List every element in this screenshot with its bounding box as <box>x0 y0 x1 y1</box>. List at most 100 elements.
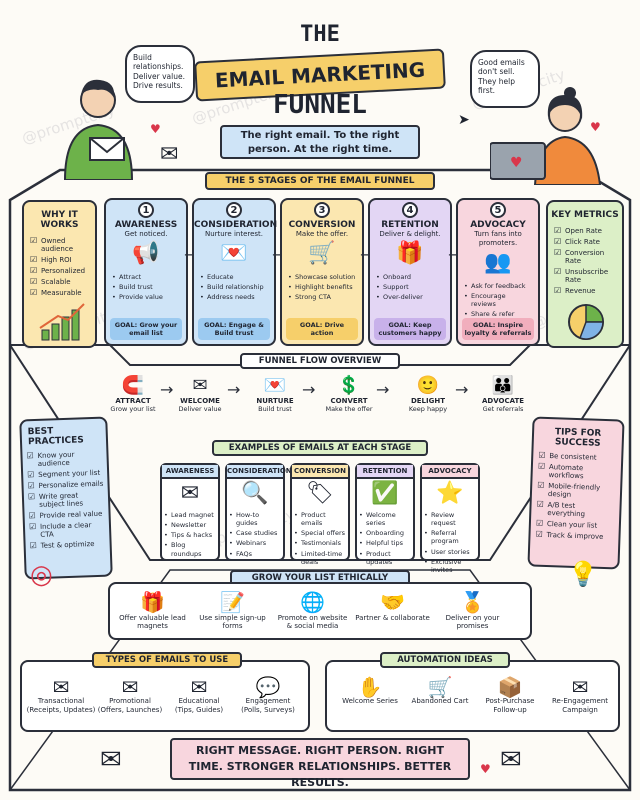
grow-item: 📝 Use simple sign-up forms <box>195 590 270 630</box>
heart-icon: ♥ <box>480 762 491 776</box>
stage-bullet: Build trust <box>112 283 180 291</box>
flow-sub: Make the offer <box>325 405 373 413</box>
tagline: The right email. To the right person. At… <box>220 125 420 159</box>
grow-label: Deliver on your promises <box>445 614 500 630</box>
email-type-label: Promotional <box>109 697 151 705</box>
stage-number: 2 <box>226 202 242 218</box>
types-banner: TYPES OF EMAILS TO USE <box>92 652 242 668</box>
flow-label: CONVERT <box>330 397 368 405</box>
stage-bullet: Highlight benefits <box>288 283 356 291</box>
stage-card: 4 RETENTION Deliver & delight. 🎁 Onboard… <box>368 198 452 346</box>
stage-card: 5 ADVOCACY Turn fans into promoters. 👥 A… <box>456 198 540 346</box>
envelope-icon: ✉ <box>500 745 522 775</box>
flow-step: 👪 ADVOCATE Get referrals <box>468 375 538 413</box>
tip-item: Clean your list <box>536 520 614 531</box>
stage-goal: GOAL: Grow your email list <box>110 318 182 340</box>
example-card: RETENTION ✅ Welcome seriesOnboardingHelp… <box>355 463 415 566</box>
heart-icon: ♥ <box>150 122 161 136</box>
box-icon: 📦 <box>497 675 523 699</box>
flow-label: DELIGHT <box>410 397 446 405</box>
example-item: Webinars <box>229 539 281 547</box>
example-card: CONVERSION 🏷 Product emailsSpecial offer… <box>290 463 350 566</box>
example-item: Referral program <box>424 529 476 545</box>
tip-item: Mobile-friendly design <box>537 482 616 501</box>
stage-bullet: Attract <box>112 273 180 281</box>
email-type: 💬 Engagement (Polls, Surveys) <box>233 675 303 715</box>
envelope-icon: ✉ <box>121 675 139 699</box>
chat-icon: 💬 <box>255 675 281 699</box>
metrics-title: KEY METRICS <box>551 210 619 220</box>
form-icon: 📝 <box>220 590 245 614</box>
best-item: Know your audience <box>26 450 103 469</box>
example-item: Product emails <box>294 511 346 527</box>
badge-icon: 🏅 <box>460 590 485 614</box>
metric-item: Unsubscribe Rate <box>554 267 616 284</box>
flow-label: ADVOCATE <box>481 397 525 405</box>
lightbulb-icon: 💡 <box>568 560 598 588</box>
envelope-heart-icon: 💌 <box>220 240 248 266</box>
envelope-icon: ✉ <box>100 745 122 775</box>
example-item: Welcome series <box>359 511 411 527</box>
automation-item: 🛒 Abandoned Cart <box>405 675 475 706</box>
why-item: Personalized <box>30 266 89 275</box>
example-card: ADVOCACY ⭐ Review requestReferral progra… <box>420 463 480 574</box>
star-envelope-icon: ⭐ <box>436 481 464 506</box>
metric-item: Revenue <box>554 286 616 295</box>
flow-sub: Get referrals <box>482 405 524 413</box>
flow-sub: Deliver value <box>178 405 222 413</box>
stage-bullet: Build relationship <box>200 283 268 291</box>
stage-number: 4 <box>402 202 418 218</box>
paper-plane-icon: ➤ <box>458 112 470 128</box>
best-item: Provide real value <box>28 510 104 521</box>
flow-banner: FUNNEL FLOW OVERVIEW <box>240 353 400 369</box>
person-icon: 🙂 <box>416 375 440 396</box>
speech-bubble-right: Good emails don't sell. They help first. <box>470 50 540 108</box>
growth-chart-icon <box>39 303 85 341</box>
stage-bullet: Onboard <box>376 273 444 281</box>
why-item: Scalable <box>30 277 89 286</box>
example-item: Tips & hacks <box>164 531 216 539</box>
example-item: Testimonials <box>294 539 346 547</box>
stage-subtitle: Get noticed. <box>124 230 168 238</box>
cart-icon: 🛒 <box>308 240 336 266</box>
best-practices-card: BEST PRACTICES Know your audience Segmen… <box>19 416 113 580</box>
person-left-illustration <box>63 79 134 180</box>
example-item: FAQs <box>229 550 281 558</box>
stage-bullet: Strong CTA <box>288 293 356 301</box>
envelope-icon: ✉ <box>190 675 208 699</box>
svg-text:♥: ♥ <box>510 155 523 171</box>
envelope-icon: ✉ <box>192 375 208 396</box>
dollar-icon: 💲 <box>337 375 361 396</box>
stage-title: RETENTION <box>381 220 439 230</box>
flow-sub: Build trust <box>258 405 292 413</box>
email-type-sub: (Polls, Surveys) <box>241 705 295 714</box>
check-envelope-icon: ✅ <box>371 481 399 506</box>
stage-bullet: Address needs <box>200 293 268 301</box>
tips-card: TIPS FOR SUCCESS Be consistent Automate … <box>527 416 625 570</box>
stage-number: 1 <box>138 202 154 218</box>
tip-item: A/B test everything <box>536 501 615 520</box>
pie-chart-icon <box>568 304 604 340</box>
example-card: CONSIDERATION 🔍 How-to guidesCase studie… <box>225 463 292 561</box>
heart-icon: ♥ <box>590 120 601 134</box>
heart-envelope-icon: 💌 <box>263 375 287 396</box>
automation-banner: AUTOMATION IDEAS <box>380 652 510 668</box>
flow-label: WELCOME <box>180 397 220 405</box>
why-item: Owned audience <box>30 236 89 253</box>
automation-label: Abandoned Cart <box>411 697 469 705</box>
tips-title: TIPS FOR SUCCESS <box>554 427 602 449</box>
email-type: ✉ Educational (Tips, Guides) <box>164 675 234 715</box>
automation-panel <box>325 660 620 732</box>
email-type-label: Transactional <box>37 697 85 705</box>
grow-item: 🏅 Deliver on your promises <box>435 590 510 630</box>
flow-label: ATTRACT <box>115 397 151 405</box>
person-right-illustration: ♥ <box>490 87 602 185</box>
automation-label: Re-Engagement Campaign <box>551 697 609 714</box>
metric-item: Open Rate <box>554 226 616 235</box>
tip-item: Be consistent <box>538 452 616 463</box>
magnet-icon: 🧲 <box>121 375 145 396</box>
metric-item: Click Rate <box>554 237 616 246</box>
envelope-icon: ✉ <box>160 142 179 167</box>
email-type-label: Educational <box>178 697 220 705</box>
best-item: Test & optimize <box>30 540 106 551</box>
